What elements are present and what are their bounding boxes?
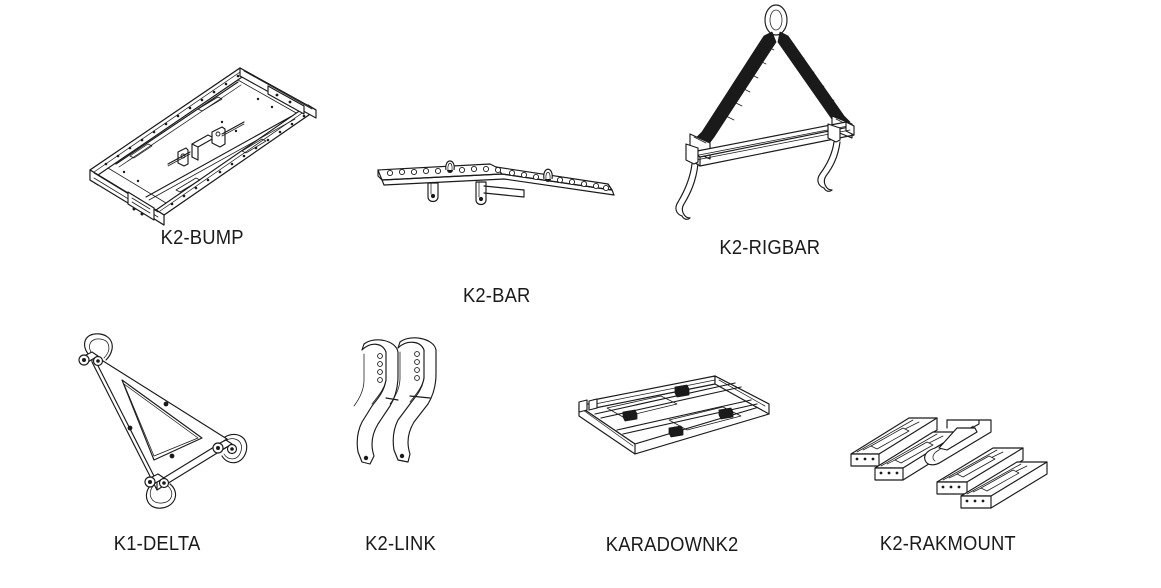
product-cell-karadownk2[interactable]: KARADOWNK2 xyxy=(562,368,782,557)
k1-delta-illustration xyxy=(78,333,248,509)
product-cell-k1-delta[interactable]: K1-DELTA xyxy=(62,333,252,556)
rakmount-rail-a xyxy=(849,417,938,467)
k2-link-bracket-front xyxy=(389,337,437,463)
k2-bump-illustration xyxy=(89,67,317,226)
product-label-k2-rakmount: K2-RAKMOUNT xyxy=(880,533,1016,555)
product-label-k1-delta: K1-DELTA xyxy=(113,533,201,555)
product-cell-k2-rigbar[interactable]: K2-RIGBAR xyxy=(660,4,880,260)
product-label-karadownk2: KARADOWNK2 xyxy=(605,534,739,556)
k2-rigbar-illustration xyxy=(675,4,855,220)
k2-bar-illustration xyxy=(377,160,615,206)
rakmount-rail-d xyxy=(959,461,1048,509)
product-label-k2-bar: K2-BAR xyxy=(463,285,531,307)
product-label-k2-bump: K2-BUMP xyxy=(160,227,244,249)
k2-link-bracket-rear xyxy=(353,339,399,465)
product-label-k2-link: K2-LINK xyxy=(364,533,436,555)
product-cell-k2-link[interactable]: K2-LINK xyxy=(340,336,460,556)
karadownk2-illustration xyxy=(577,375,770,455)
k2-link-illustration xyxy=(353,337,437,465)
product-cell-k2-rakmount[interactable]: K2-RAKMOUNT xyxy=(838,406,1058,556)
product-label-k2-rigbar: K2-RIGBAR xyxy=(719,237,821,259)
product-cell-k2-bump[interactable]: K2-BUMP xyxy=(62,52,342,250)
product-cell-k2-bar[interactable]: K2-BAR xyxy=(372,152,622,308)
k2-rakmount-illustration xyxy=(849,417,1048,509)
rakmount-loop-piece xyxy=(923,419,992,466)
